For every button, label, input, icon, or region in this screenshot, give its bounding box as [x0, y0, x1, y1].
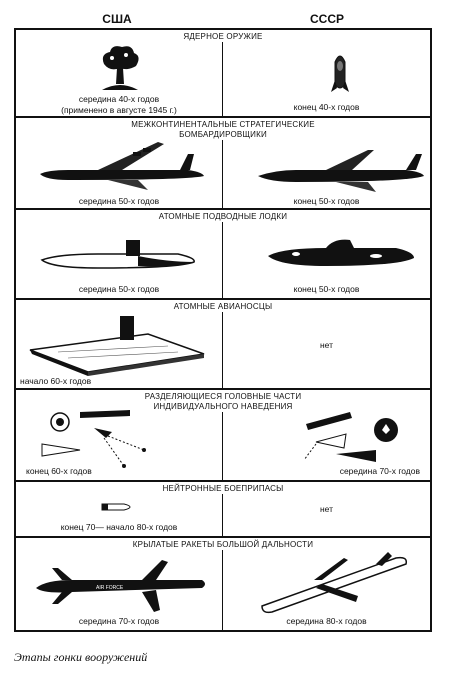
- row-title: АТОМНЫЕ ПОДВОДНЫЕ ЛОДКИ: [16, 212, 430, 222]
- row-long-range-cruise-missiles: КРЫЛАТЫЕ РАКЕТЫ БОЛЬШОЙ ДАЛЬНОСТИ AIR FO…: [16, 538, 430, 630]
- usa-caption: конец 60-х годов: [26, 466, 92, 476]
- ussr-caption: середина 70-х годов: [339, 466, 420, 476]
- usa-caption: середина 40-х годов(применено в августе …: [61, 94, 177, 115]
- missile-label: AIR FORCE: [96, 585, 124, 591]
- submarine-icon: [268, 239, 414, 266]
- row-title: АТОМНЫЕ АВИАНОСЦЫ: [16, 302, 430, 312]
- aircraft-carrier-icon: [29, 316, 205, 376]
- usa-caption: середина 50-х годов: [78, 284, 160, 294]
- strategic-bomber-icon: [40, 142, 204, 190]
- mushroom-cloud-icon: [102, 46, 139, 90]
- cruise-missile-icon: [261, 552, 408, 614]
- row-nuclear-submarines: АТОМНЫЕ ПОДВОДНЫЕ ЛОДКИ середина 50-х го…: [16, 210, 430, 300]
- ussr-caption: середина 80-х годов: [286, 616, 367, 626]
- ussr-caption: конец 40-х годов: [293, 102, 360, 112]
- usa-caption: середина 70-х годов: [78, 616, 160, 626]
- row-nuclear-aircraft-carriers: АТОМНЫЕ АВИАНОСЦЫ начало 60-х годов нет: [16, 300, 430, 390]
- row-nuclear-weapons: ЯДЕРНОЕ ОРУЖИЕ середина 40-х годов(приме…: [16, 30, 430, 118]
- usa-caption: начало 60-х годов: [20, 376, 92, 386]
- cruise-missile-icon: AIR FORCE: [36, 560, 205, 612]
- usa-caption: середина 50-х годов: [78, 196, 160, 206]
- row-title: НЕЙТРОННЫЕ БОЕПРИПАСЫ: [16, 484, 430, 494]
- usa-caption: конец 70— начало 80-х годов: [60, 522, 178, 532]
- ussr-caption: конец 50-х годов: [293, 196, 360, 206]
- submarine-icon: [40, 240, 195, 269]
- row-title: КРЫЛАТЫЕ РАКЕТЫ БОЛЬШОЙ ДАЛЬНОСТИ: [16, 540, 430, 550]
- atomic-bomb-icon: [331, 55, 349, 92]
- figure-caption: Этапы гонки вооружений: [14, 650, 148, 664]
- column-header-usa: США: [102, 12, 132, 26]
- arms-race-table: ЯДЕРНОЕ ОРУЖИЕ середина 40-х годов(приме…: [14, 28, 432, 632]
- mirv-warhead-icon: [303, 412, 398, 462]
- strategic-bomber-icon: [258, 150, 424, 192]
- row-neutron-munitions: НЕЙТРОННЫЕ БОЕПРИПАСЫ конец 70— начало 8…: [16, 482, 430, 538]
- ussr-caption: нет: [319, 340, 334, 350]
- column-header-ussr: СССР: [309, 12, 344, 26]
- mirv-warhead-icon: [41, 410, 146, 468]
- ussr-caption: нет: [319, 504, 334, 514]
- row-title: ЯДЕРНОЕ ОРУЖИЕ: [16, 32, 430, 42]
- neutron-shell-icon: [101, 503, 131, 511]
- ussr-caption: конец 50-х годов: [293, 284, 360, 294]
